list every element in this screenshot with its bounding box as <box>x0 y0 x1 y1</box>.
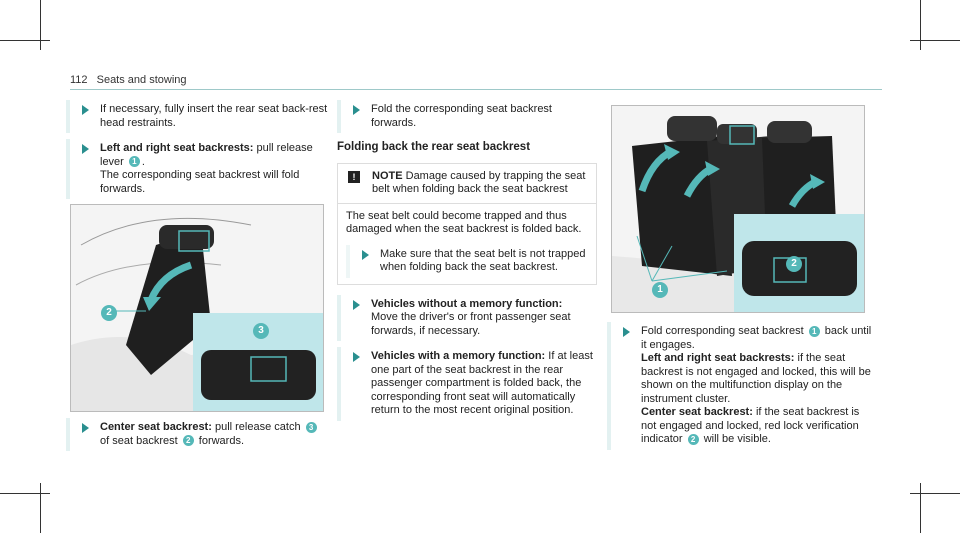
illus-callout-2: 2 <box>786 256 802 272</box>
step-text: pull release lever <box>100 142 313 168</box>
step-arrow-icon <box>353 105 360 115</box>
illus-callout-2: 2 <box>101 305 117 321</box>
note-step: Make sure that the seat belt is not trap… <box>346 244 588 278</box>
step-arrow-icon <box>353 352 360 362</box>
step-text: Fold the corresponding seat backrest for… <box>371 103 552 129</box>
step-text: will be visible. <box>703 433 771 445</box>
step-label: Center seat backrest: <box>100 421 212 433</box>
step-text: forwards. <box>198 434 245 447</box>
callout-badge: 3 <box>305 421 317 433</box>
step-fold-back: Fold corresponding seat backrest 1 back … <box>607 322 877 450</box>
column-1-bottom: Center seat backrest: pull release catch… <box>66 418 328 451</box>
step-center-backrest: Center seat backrest: pull release catch… <box>66 418 328 451</box>
warning-icon: ! <box>348 170 360 183</box>
step-text: If necessary, fully insert the rear seat… <box>100 103 328 129</box>
illus-callout-3: 3 <box>253 323 269 339</box>
column-1: If necessary, fully insert the rear seat… <box>66 100 328 199</box>
step-arrow-icon <box>82 105 89 115</box>
step-with-memory: Vehicles with a memory function: If at l… <box>337 347 597 421</box>
step-label: Left and right seat backrests: <box>100 142 254 154</box>
seat-drawing <box>71 217 323 411</box>
step-label: Center seat backrest: <box>641 406 753 418</box>
step-text: Make sure that the seat belt is not trap… <box>380 247 586 274</box>
crop-mark <box>40 0 41 50</box>
step-text: if the seat backrest is not engaged and … <box>641 352 871 405</box>
callout-badge: 1 <box>808 325 820 337</box>
crop-mark <box>0 40 50 41</box>
step-arrow-icon <box>353 299 360 310</box>
step-left-right-backrests: Left and right seat backrests: pull rele… <box>66 139 328 199</box>
step-text: if the seat backrest is not engaged and … <box>641 406 860 445</box>
crop-mark <box>910 40 960 41</box>
step-fold-forwards: Fold the corresponding seat backrest for… <box>337 100 597 133</box>
note-title: Damage caused by trapping the seat belt … <box>372 169 586 196</box>
step-text: Fold corresponding seat backrest <box>641 325 804 337</box>
step-text: pull release catch <box>214 421 301 433</box>
note-text: The seat belt could become trapped and t… <box>346 209 582 236</box>
rear-seat-illustration-right: 1 2 <box>611 105 865 313</box>
step-text: The corresponding seat backrest will fol… <box>100 169 300 195</box>
step-text: Move the driver's or front passenger sea… <box>371 311 571 337</box>
crop-mark <box>910 493 960 494</box>
crop-mark <box>40 483 41 533</box>
callout-badge: 2 <box>182 435 194 447</box>
step-label: Vehicles with a memory function: <box>371 350 546 362</box>
section-title: Seats and stowing <box>96 74 187 86</box>
page-header: 112 Seats and stowing <box>70 74 187 86</box>
step-label: Left and right seat backrests: <box>641 352 795 364</box>
note-box: ! NOTE Damage caused by trapping the sea… <box>337 162 597 285</box>
rear-seat-illustration-left: 2 3 <box>70 204 324 412</box>
header-rule <box>70 89 882 90</box>
step-arrow-icon <box>82 423 89 433</box>
crop-mark <box>920 0 921 50</box>
section-heading: Folding back the rear seat backrest <box>337 141 531 153</box>
column-3: Fold corresponding seat backrest 1 back … <box>607 322 877 450</box>
step-label: Vehicles without a memory function: <box>371 297 563 310</box>
step-insert-head-restraints: If necessary, fully insert the rear seat… <box>66 100 328 133</box>
note-header: ! NOTE Damage caused by trapping the sea… <box>338 164 596 204</box>
step-arrow-icon <box>82 144 89 154</box>
column-2: Fold the corresponding seat backrest for… <box>337 100 597 421</box>
step-arrow-icon <box>623 327 630 337</box>
step-text: back until it engages. <box>641 325 872 351</box>
crop-mark <box>0 493 50 494</box>
note-label: NOTE <box>372 169 403 182</box>
callout-badge: 2 <box>687 433 699 445</box>
step-no-memory: Vehicles without a memory function: Move… <box>337 294 597 341</box>
page-number: 112 <box>70 74 88 86</box>
illus-callout-1: 1 <box>652 282 668 298</box>
step-text: of seat backrest <box>100 434 178 447</box>
crop-mark <box>920 483 921 533</box>
step-arrow-icon <box>362 249 369 260</box>
callout-badge: 1 <box>128 156 140 168</box>
seat-drawing <box>612 116 864 312</box>
step-text: If at least one part of the seat backres… <box>371 350 593 416</box>
note-body: The seat belt could become trapped and t… <box>338 204 596 284</box>
